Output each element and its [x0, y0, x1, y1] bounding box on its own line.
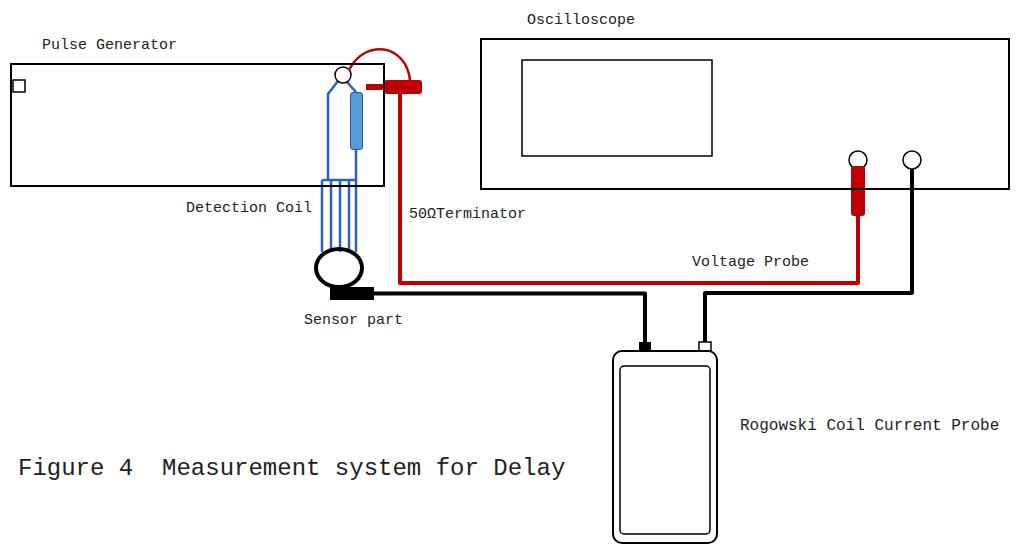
- input-channel: [903, 151, 921, 169]
- probe-head: [384, 80, 422, 94]
- node-label: Pulse Generator: [42, 37, 177, 55]
- coil-lead: [328, 81, 338, 180]
- oscilloscope-screen: [522, 60, 712, 156]
- coil-turn: [330, 180, 333, 252]
- probe-cable: [374, 294, 645, 351]
- node-label: 50ΩTerminator: [409, 206, 526, 224]
- coil-turn: [321, 180, 324, 252]
- probe-body-panel: [620, 366, 710, 534]
- sensor-loop: [316, 249, 362, 287]
- node-label: Sensor part: [304, 312, 403, 330]
- rogowski-probe-box: Rogowski Coil Current Probe: [612, 350, 718, 544]
- terminator-resistor: 50ΩTerminator: [350, 92, 363, 150]
- sensor-part: Sensor part: [330, 287, 374, 300]
- probe-tip: [366, 84, 386, 90]
- node-label: Rogowski Coil Current Probe: [740, 417, 999, 436]
- cable-label: Voltage Probe: [690, 254, 811, 272]
- figure-caption: Figure 4 Measurement system for Delay: [18, 455, 565, 484]
- coil-label: Detection Coil: [186, 200, 312, 218]
- terminator-lead: [347, 82, 356, 92]
- terminator-lead: [355, 150, 358, 180]
- probe-plug: [851, 166, 865, 216]
- coil-turn: [355, 180, 358, 252]
- pulse-generator-box: Pulse Generator: [10, 63, 385, 187]
- node-label: Oscilloscope: [527, 12, 635, 30]
- coil-turn: [339, 180, 342, 252]
- coil-turn: [348, 180, 351, 252]
- power-switch: [13, 80, 25, 92]
- oscilloscope-box: Oscilloscope: [480, 38, 1010, 190]
